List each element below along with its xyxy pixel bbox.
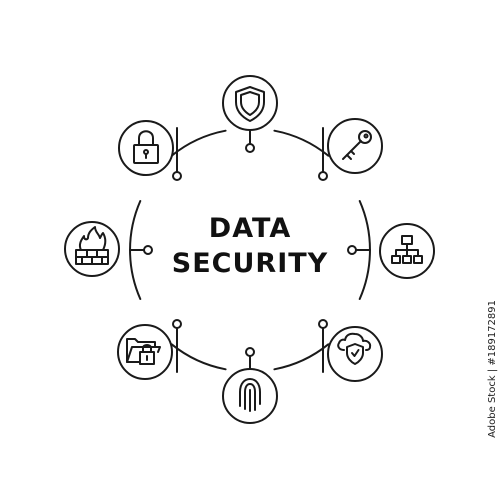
key-icon xyxy=(342,130,372,160)
shield-node xyxy=(222,75,278,131)
cloud-shield-icon xyxy=(337,332,372,365)
key-node xyxy=(327,118,383,174)
fingerprint-node xyxy=(222,368,278,424)
diagram-title-line1: DATA xyxy=(208,213,292,244)
stock-watermark: Adobe Stock | #189172891 xyxy=(487,300,498,438)
padlock-icon xyxy=(133,130,159,164)
firewall-icon xyxy=(75,226,109,265)
network-hierarchy-icon xyxy=(391,235,423,264)
locked-folder-icon xyxy=(126,338,161,365)
shield-icon xyxy=(235,86,265,122)
locked-folder-node xyxy=(117,324,173,380)
padlock-node xyxy=(118,120,174,176)
connector-dots xyxy=(143,143,357,357)
fingerprint-icon xyxy=(239,378,261,412)
cloud-shield-node xyxy=(327,326,383,382)
diagram-title-line2: SECURITY xyxy=(171,248,329,279)
firewall-node xyxy=(64,221,120,277)
network-node xyxy=(379,223,435,279)
